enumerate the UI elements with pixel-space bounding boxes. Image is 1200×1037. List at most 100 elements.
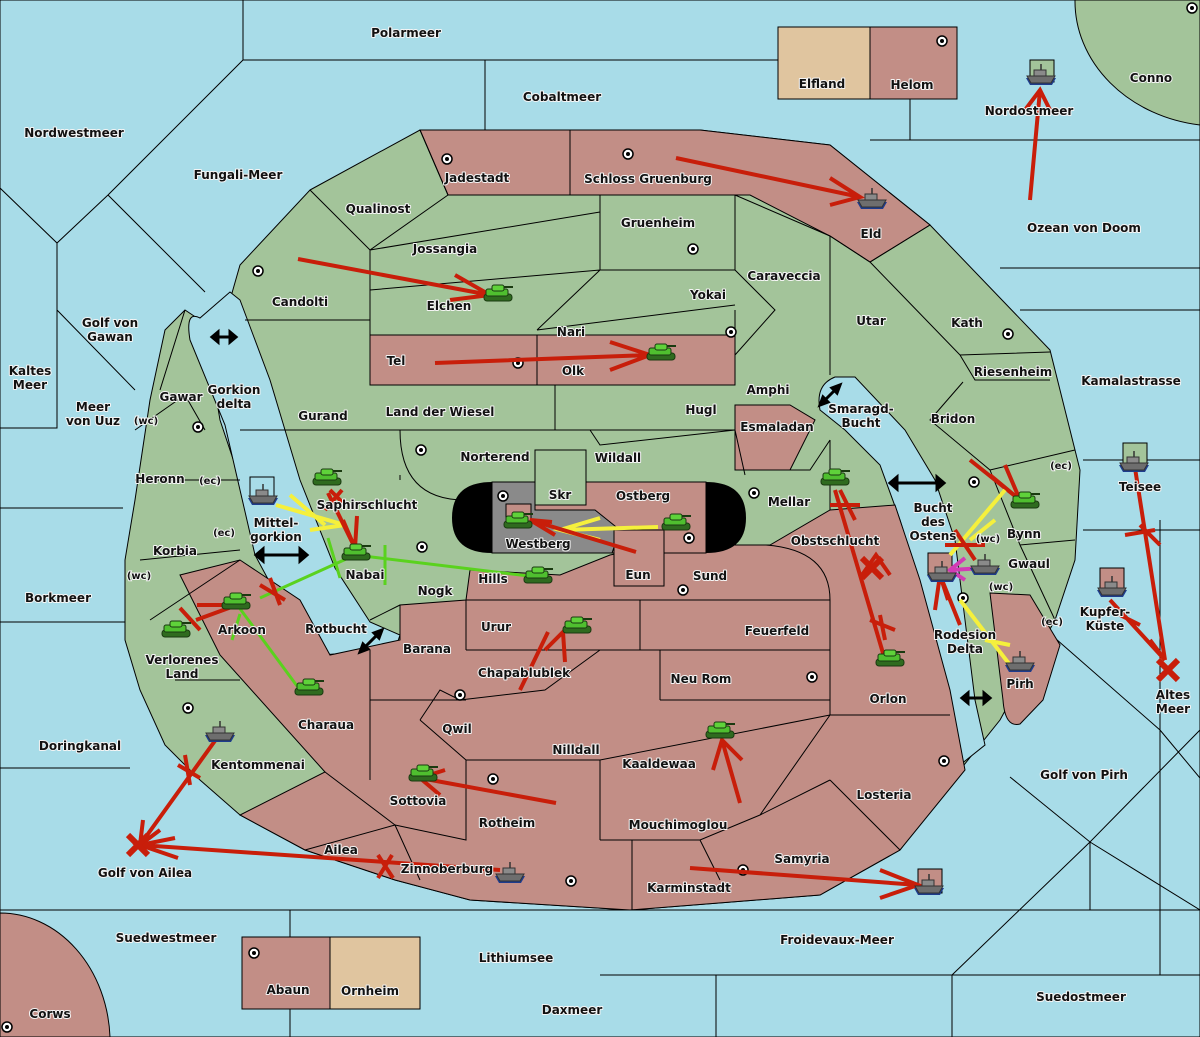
orders (132, 86, 1167, 900)
fleet-ship-icon[interactable] (857, 188, 887, 209)
army-tank-icon[interactable] (705, 721, 735, 739)
label-candolti: Candolti (272, 295, 328, 309)
fleet-ship-icon[interactable] (205, 721, 235, 742)
label-esmaladan: Esmaladan (740, 420, 813, 434)
label-karminstadt: Karminstadt (647, 881, 731, 895)
territory-eun[interactable] (613, 529, 665, 587)
army-tank-icon[interactable] (875, 649, 905, 667)
order-move-teisee-altes (1124, 467, 1167, 661)
supply-center-dot (252, 951, 256, 955)
label-hills: Hills (478, 572, 508, 586)
label-amphi: Amphi (746, 383, 789, 397)
army-tank-icon[interactable] (294, 678, 324, 696)
label-golf-pirh: Golf von Pirh (1040, 768, 1128, 782)
army-tank-icon[interactable] (1010, 491, 1040, 509)
fleet-ship-icon[interactable] (1097, 576, 1127, 597)
label-corws: Corws (29, 1007, 70, 1021)
label-uuz-2: von Uuz (66, 414, 120, 428)
territory-red-south[interactable] (179, 504, 966, 911)
order-support-pirh (958, 598, 1012, 667)
fleet-ship-icon[interactable] (495, 862, 525, 883)
label-kaltes-1: Kaltes (9, 364, 52, 378)
label-nordwestmeer: Nordwestmeer (24, 126, 124, 140)
label-uuz-1: Meer (76, 400, 110, 414)
label-gruenheim: Gruenheim (621, 216, 695, 230)
army-tank-icon[interactable] (503, 511, 533, 529)
label-nordostmeer: Nordostmeer (985, 104, 1074, 118)
territory-elfland[interactable] (777, 26, 871, 100)
label-golf-gawan-2: Gawan (87, 330, 133, 344)
label-westberg: Westberg (505, 537, 570, 551)
fleet-ship-icon[interactable] (914, 874, 944, 895)
fleet-ship-icon[interactable] (1119, 451, 1149, 472)
order-support-mittelgorkion (275, 493, 346, 532)
supply-center-dot (516, 361, 520, 365)
fleet-ship-icon[interactable] (1005, 651, 1035, 672)
territory-conno[interactable] (1074, 0, 1200, 126)
label-kupfer-1: Kupfer- (1080, 605, 1130, 619)
coast-ec-bynn: (ec) (1050, 461, 1072, 472)
fleet-ship-icon[interactable] (248, 484, 278, 505)
supply-center-dot (691, 247, 695, 251)
double-arrow-icon (959, 689, 993, 707)
coast-wc-gwaul: (wc) (989, 582, 1013, 593)
coast-wc-bynn: (wc) (976, 534, 1000, 545)
label-samyria: Samyria (774, 852, 829, 866)
army-tank-icon[interactable] (646, 343, 676, 361)
label-nari: Nari (557, 325, 585, 339)
double-arrow-icon (817, 382, 843, 408)
supply-center-dot (491, 777, 495, 781)
label-pirh: Pirh (1006, 677, 1033, 691)
label-jossangia: Jossangia (412, 242, 477, 256)
army-tank-icon[interactable] (820, 468, 850, 486)
army-tank-icon[interactable] (661, 513, 691, 531)
label-kath: Kath (951, 316, 983, 330)
label-kentommenai: Kentommenai (211, 758, 305, 772)
fleet-ship-icon[interactable] (927, 561, 957, 582)
order-cut-orlon (869, 614, 896, 641)
territory-skr[interactable] (534, 449, 587, 506)
label-feuerfeld: Feuerfeld (745, 624, 810, 638)
label-sottovia: Sottovia (390, 794, 447, 808)
territory-ornheim[interactable] (329, 936, 421, 1010)
label-bridon: Bridon (931, 412, 976, 426)
label-kaltes-2: Meer (13, 378, 47, 392)
fleet-ship-icon[interactable] (970, 554, 1000, 575)
supply-center-dot (196, 425, 200, 429)
cross-icon (125, 832, 151, 858)
territory-esmaladan[interactable] (734, 404, 816, 471)
supply-center-dot (681, 588, 685, 592)
label-smaragd-2: Bucht (841, 416, 880, 430)
units[interactable] (161, 64, 1149, 895)
label-neurom: Neu Rom (671, 672, 732, 686)
army-tank-icon[interactable] (221, 592, 251, 610)
label-gawar: Gawar (159, 390, 202, 404)
label-eun: Eun (625, 568, 650, 582)
label-froidevaux: Froidevaux-Meer (780, 933, 894, 947)
order-cut-saphir (323, 488, 347, 512)
order-move-ozean-nordostmeer (1023, 86, 1052, 201)
label-smaragd-1: Smaragd- (828, 402, 893, 416)
label-verlorenes-2: Land (166, 667, 199, 681)
army-tank-icon[interactable] (341, 543, 371, 561)
label-bynn: Bynn (1007, 527, 1041, 541)
label-orlon: Orlon (869, 692, 906, 706)
army-tank-icon[interactable] (523, 566, 553, 584)
territory-corws[interactable] (0, 912, 111, 1037)
label-gurand: Gurand (298, 409, 348, 423)
army-tank-icon[interactable] (483, 284, 513, 302)
army-tank-icon[interactable] (562, 616, 592, 634)
supply-center-dot (626, 152, 630, 156)
fleet-ship-icon[interactable] (1026, 64, 1056, 85)
army-tank-icon[interactable] (161, 620, 191, 638)
label-ostberg: Ostberg (616, 489, 670, 503)
land-borders (134, 129, 1076, 910)
label-norterend: Norterend (460, 450, 529, 464)
label-qwil: Qwil (442, 722, 472, 736)
label-teisee: Teisee (1119, 480, 1161, 494)
army-tank-icon[interactable] (312, 468, 342, 486)
army-tank-icon[interactable] (408, 764, 438, 782)
label-nogk: Nogk (418, 584, 454, 598)
